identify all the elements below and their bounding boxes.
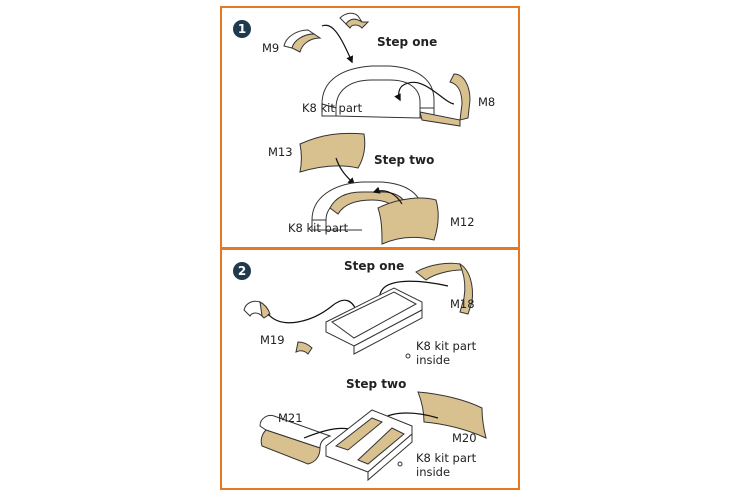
m8-decal bbox=[419, 73, 471, 127]
label-m18: M18 bbox=[450, 297, 475, 311]
step-one-title-2: Step one bbox=[344, 259, 404, 273]
label-k8-2b-1: K8 kit part bbox=[416, 451, 477, 465]
label-m21: M21 bbox=[278, 411, 303, 425]
step-two-title-2: Step two bbox=[346, 377, 406, 391]
panel-2: 2 Step one M18 M19 K8 kit part inside St… bbox=[220, 248, 520, 490]
step-one-title-1: Step one bbox=[377, 35, 437, 49]
arrow-m9 bbox=[321, 24, 354, 64]
m21-decal bbox=[259, 415, 332, 465]
label-k8-2a-1: K8 kit part bbox=[416, 339, 477, 353]
label-m19: M19 bbox=[260, 333, 285, 347]
panel-1: 1 M9 Step one K8 kit part M8 Step two bbox=[220, 6, 520, 249]
m9-decal bbox=[283, 12, 370, 53]
label-k8-2a-2: inside bbox=[416, 353, 450, 367]
k8-kit-part-2a bbox=[325, 287, 423, 359]
arrow-m12 bbox=[372, 186, 403, 205]
label-m12: M12 bbox=[450, 215, 475, 229]
arrow-m13 bbox=[335, 157, 356, 186]
step-two-title-1: Step two bbox=[374, 153, 434, 167]
step-badge-1: 1 bbox=[233, 20, 251, 38]
m12-decal bbox=[377, 197, 439, 245]
label-m13: M13 bbox=[268, 145, 293, 159]
label-m8: M8 bbox=[478, 95, 495, 109]
m13-decal bbox=[299, 132, 366, 173]
label-k8-2b-2: inside bbox=[416, 465, 450, 479]
panel-2-diagram: Step one M18 M19 K8 kit part inside Step… bbox=[243, 259, 487, 482]
panel-1-diagram: M9 Step one K8 kit part M8 Step two M13 bbox=[262, 12, 495, 245]
m19-decal bbox=[243, 300, 313, 355]
label-m9: M9 bbox=[262, 41, 279, 55]
step-badge-2: 2 bbox=[233, 262, 251, 280]
m18-decal bbox=[415, 262, 473, 315]
label-k8-1b: K8 kit part bbox=[288, 221, 349, 235]
label-k8-1a: K8 kit part bbox=[302, 101, 363, 115]
arrow-m8 bbox=[394, 81, 455, 105]
k8-kit-part-2b bbox=[325, 409, 413, 482]
label-m20: M20 bbox=[452, 431, 477, 445]
